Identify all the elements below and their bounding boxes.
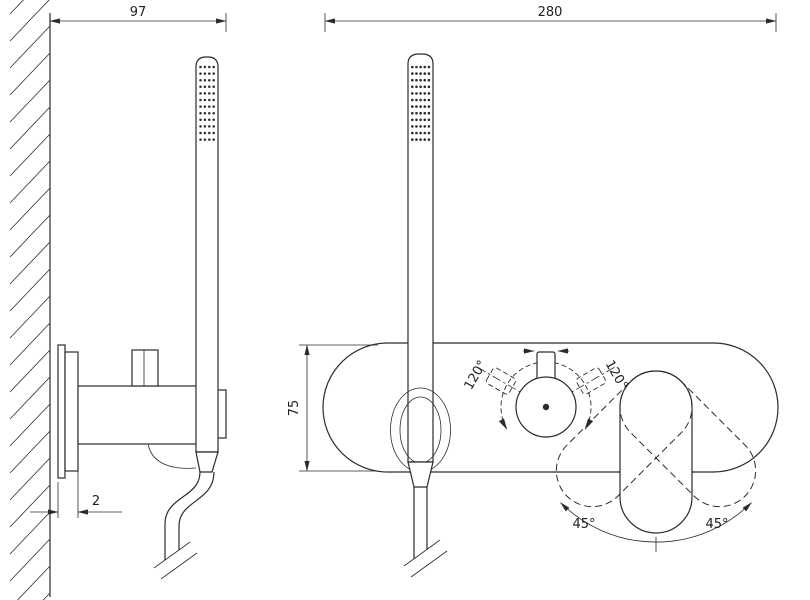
dimension-label-2: 2 [92,494,100,509]
dimension-label-75: 75 [287,400,302,417]
lever-rotated-right [619,370,757,508]
knob-tab-rotated-right [575,367,607,395]
rotation-arc-left [498,361,547,430]
mixer-body-side [77,385,216,445]
mixer-lever [619,370,693,534]
hand-shower-front [407,53,434,463]
diverter-knob-side [131,349,159,387]
diverter-knob-front [515,348,577,438]
angle-label-45-right: 45° [705,517,728,532]
hand-shower-side [195,56,219,453]
hose-edge [178,471,215,550]
dimension-2: 2 [30,448,122,518]
lever-rotation-construction: 45° 45° [560,502,752,552]
shower-hose-side [153,471,215,580]
knob-tab-side [131,349,159,387]
spray-dots-front [411,65,431,141]
dimension-97: 97 [49,5,227,32]
knob-tab [536,351,556,380]
dimension-280: 280 [324,5,777,32]
dimension-75: 75 [287,344,378,472]
dimension-label-97: 97 [130,5,147,20]
hose-edge [164,471,201,561]
wall-hatch [9,0,51,600]
rotation-arc-right [545,361,594,430]
hose-break-mark [153,541,191,569]
hose-break-mark [160,552,198,580]
front-view: 280 75 [287,5,779,578]
side-view: 97 2 [9,0,227,600]
knob-center-dot [542,403,550,411]
shower-hose-front [403,487,448,578]
dimension-label-280: 280 [538,5,563,20]
wall-plate-side [57,344,66,479]
hose-break-mark [403,539,441,567]
angle-label-45-left: 45° [572,517,595,532]
handle-cone-side [195,451,219,473]
handle-cone-front [407,461,434,488]
flange-ring-side [64,351,79,472]
spray-dots-side [199,65,215,141]
hose-break-mark [410,550,448,578]
body-underside-curve [147,443,197,469]
knob-tab-rotated-left [485,367,517,395]
